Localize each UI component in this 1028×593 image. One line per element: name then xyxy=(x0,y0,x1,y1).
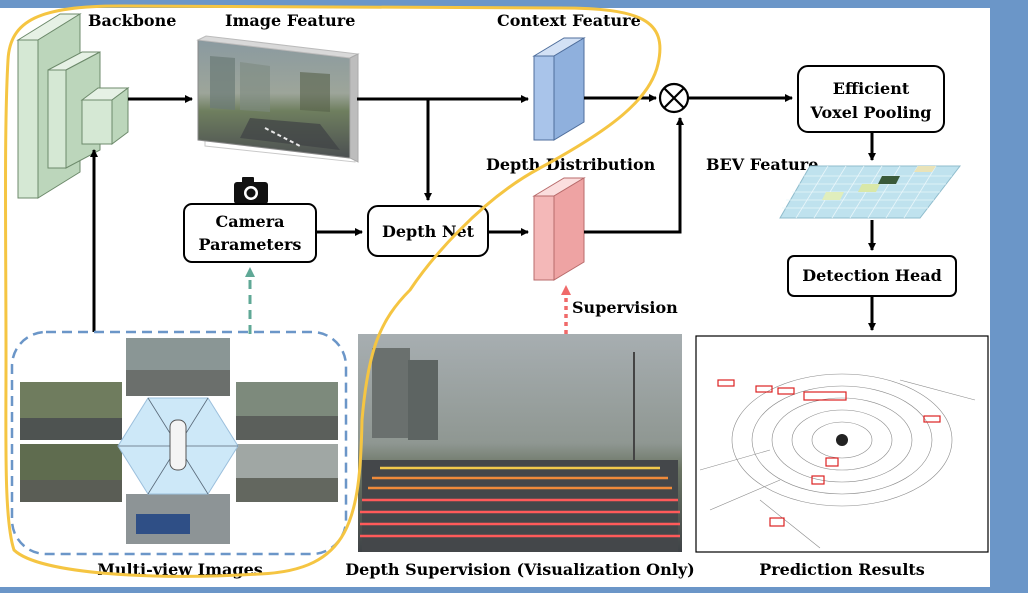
prediction-results-image xyxy=(695,335,989,553)
efficient-voxel-pooling-box: Efficient Voxel Pooling xyxy=(797,65,945,133)
flow-arrows xyxy=(90,94,876,332)
depth-supervision-image xyxy=(358,334,682,552)
image-feature-map xyxy=(196,35,360,163)
context-feature-label: Context Feature xyxy=(497,11,641,30)
backbone-blocks xyxy=(16,13,130,199)
bev-feature-grid xyxy=(779,165,962,219)
depth-supervision-label: Depth Supervision (Visualization Only) xyxy=(345,560,694,579)
camera-parameters-line2: Parameters xyxy=(199,235,302,254)
depth-net-box: Depth Net xyxy=(367,205,489,257)
camera-icon xyxy=(234,177,268,204)
camera-parameters-line1: Camera xyxy=(215,212,284,231)
prediction-results-label: Prediction Results xyxy=(759,560,925,579)
multiply-circle-icon xyxy=(658,82,690,114)
multi-view-images-panel xyxy=(10,330,348,556)
detection-head-label: Detection Head xyxy=(802,266,942,285)
supervision-label: Supervision xyxy=(572,298,678,317)
annotation-outline xyxy=(4,4,662,578)
depth-distribution-label: Depth Distribution xyxy=(486,155,656,174)
image-feature-label: Image Feature xyxy=(225,11,355,30)
efficient-voxel-pooling-line2: Voxel Pooling xyxy=(810,103,932,122)
detection-head-box: Detection Head xyxy=(787,255,957,297)
multi-view-images xyxy=(20,338,338,544)
depth-distribution-block xyxy=(532,177,586,281)
backbone-label: Backbone xyxy=(88,11,176,30)
bev-feature-label: BEV Feature xyxy=(706,155,818,174)
camera-parameters-box: Camera Parameters xyxy=(183,203,317,263)
depth-net-label: Depth Net xyxy=(382,222,475,241)
efficient-voxel-pooling-line1: Efficient xyxy=(833,79,910,98)
context-feature-block xyxy=(532,37,586,141)
